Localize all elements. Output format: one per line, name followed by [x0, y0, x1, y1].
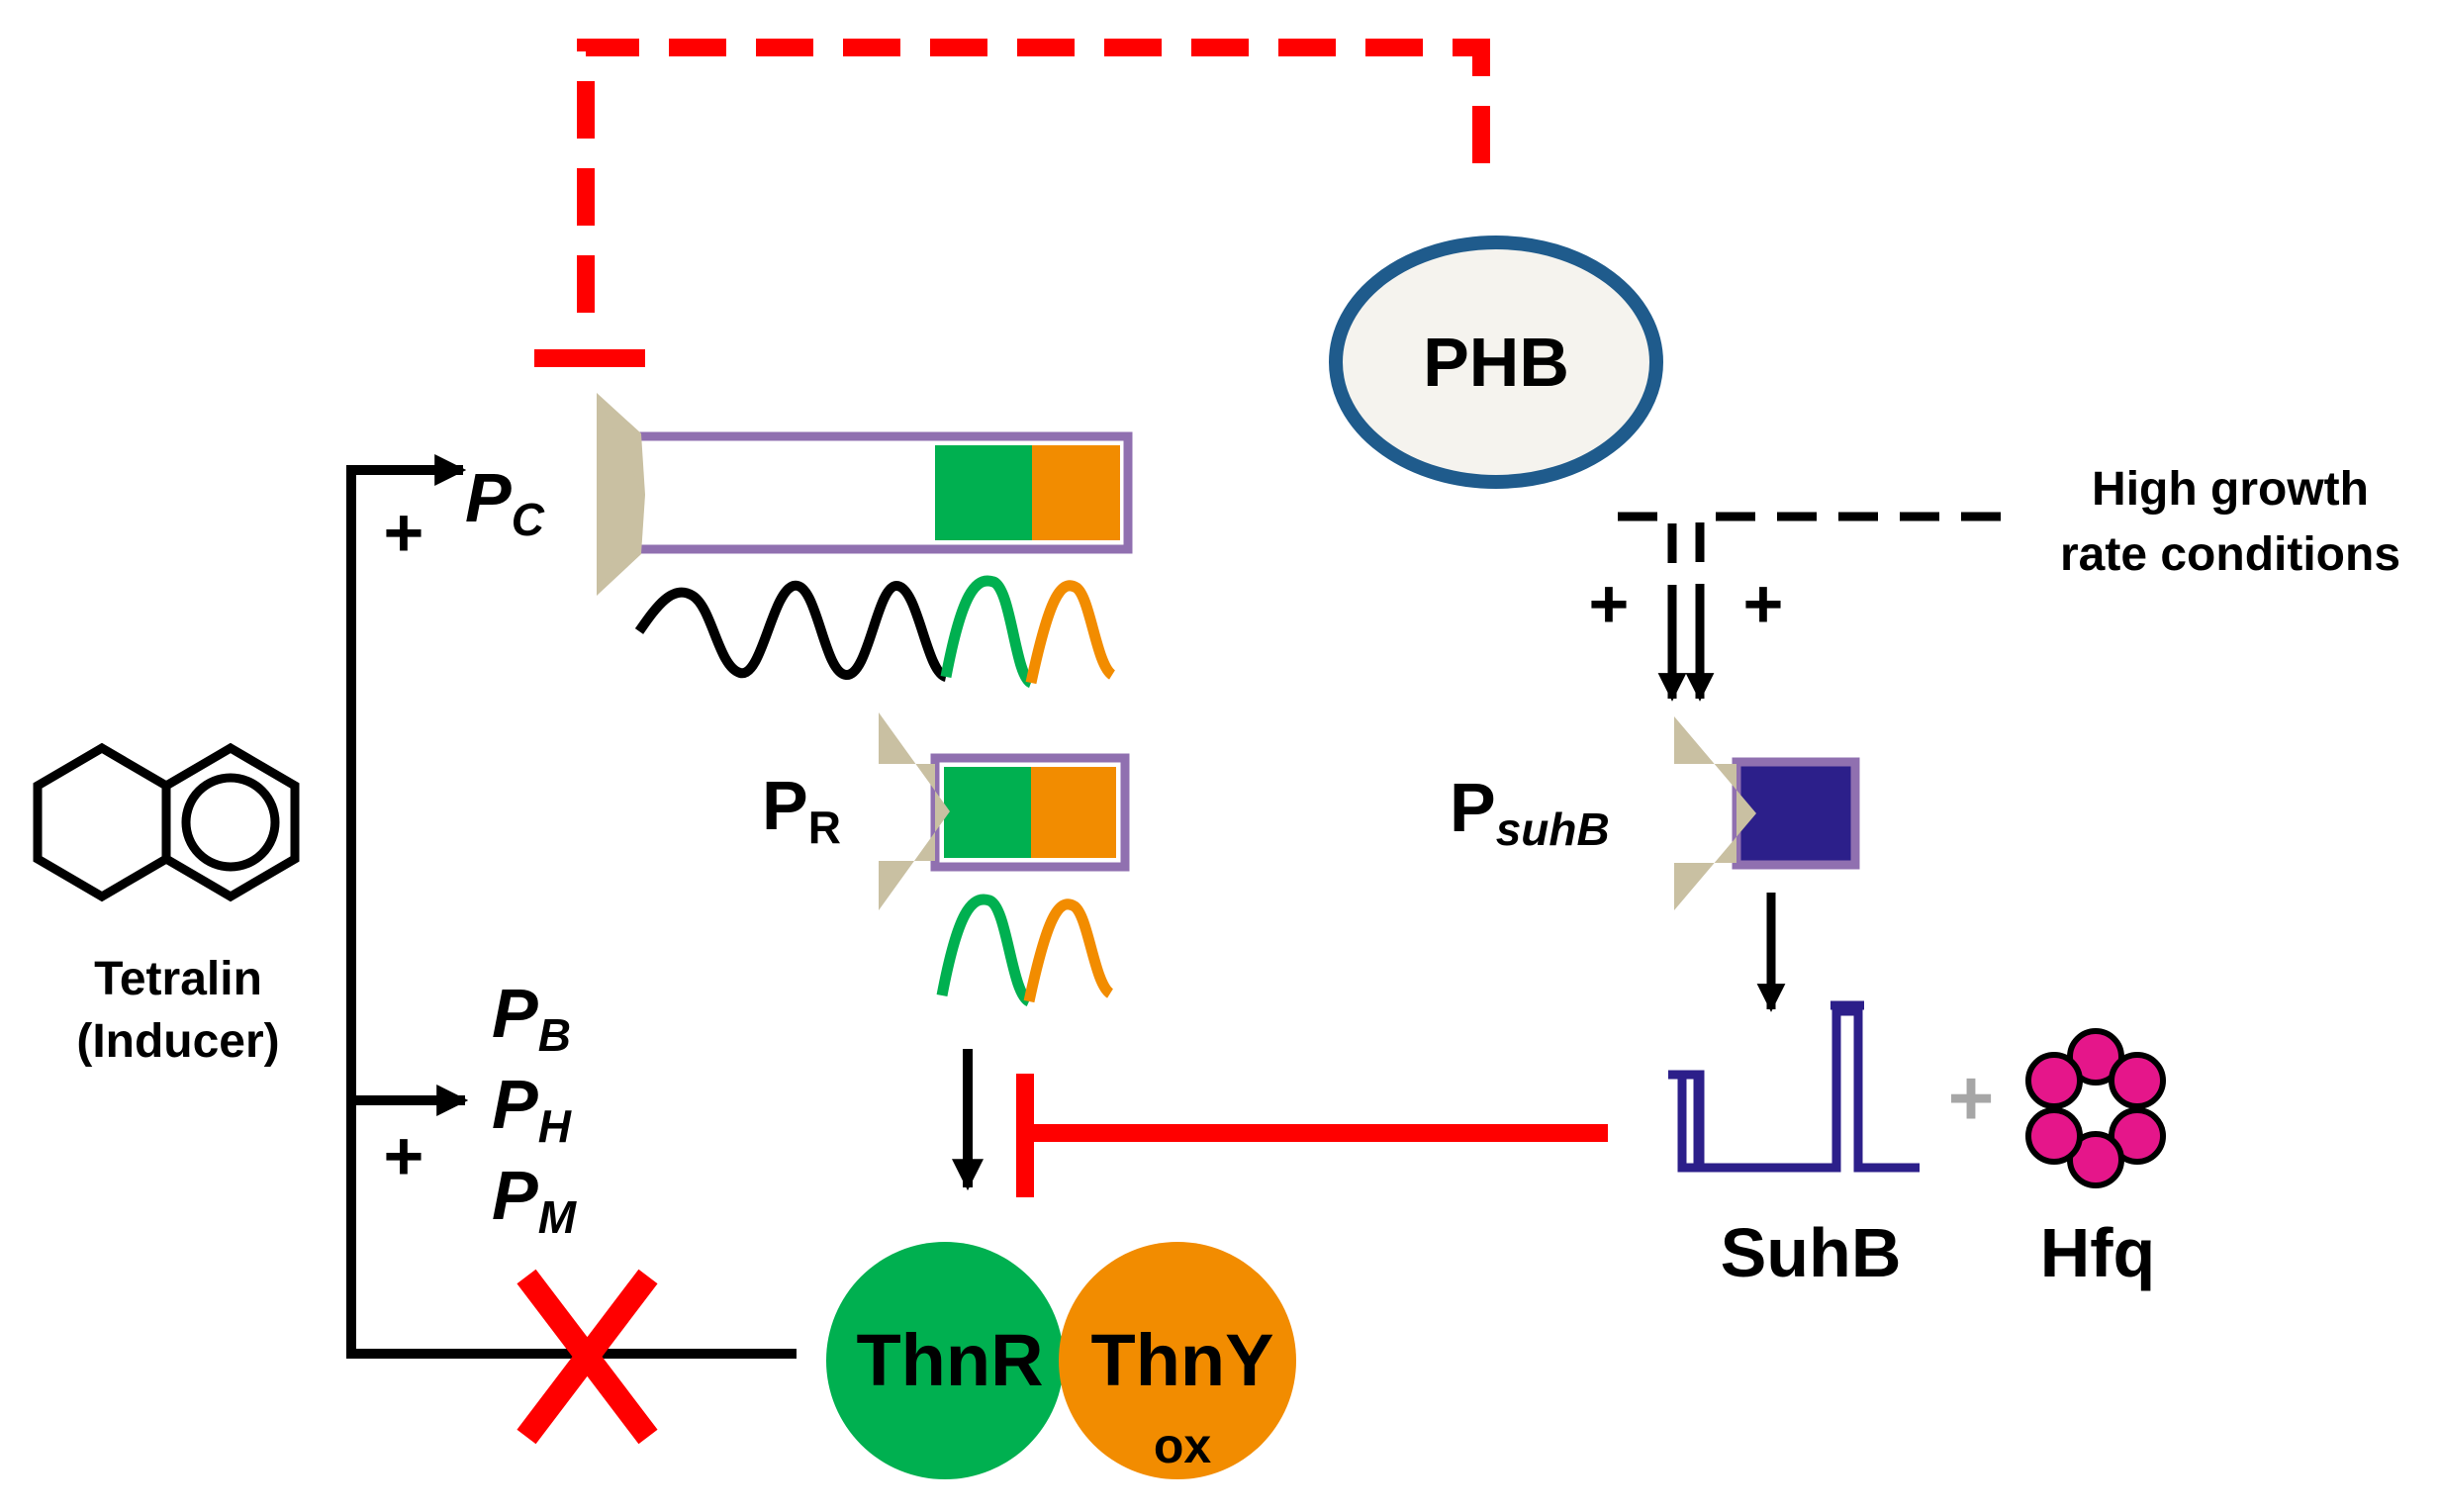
pr-mrna-thnr	[936, 894, 1033, 1007]
pc-label: PC	[465, 459, 545, 545]
suhb-label: SuhB	[1721, 1214, 1902, 1291]
thnr-thny-complex: ThnR ThnY ox	[826, 1242, 1296, 1479]
high-growth-label-line1: High growth	[2092, 463, 2369, 516]
pc-mrna-thny	[1025, 580, 1116, 685]
pb-label: PB	[492, 975, 571, 1061]
pc-operon	[597, 393, 1133, 596]
pr-thny-gene	[1031, 767, 1116, 858]
psuhb-promoter-arrow	[1674, 716, 1756, 910]
pbhm-activation-plus: +	[384, 1117, 424, 1194]
thny-protein	[1059, 1242, 1296, 1479]
blocked-activation-x	[516, 1269, 658, 1445]
thnr-protein	[826, 1242, 1064, 1479]
suhb-hfq-plus: +	[1948, 1054, 1995, 1142]
activation-feedback-line	[346, 470, 797, 1359]
suhb-srna	[1668, 1000, 1920, 1173]
high-growth-dashed-line	[1695, 512, 2001, 623]
pm-label: PM	[492, 1157, 578, 1243]
tetralin-molecule	[33, 742, 300, 902]
pc-activation-plus: +	[384, 494, 424, 571]
high-growth-label-line2: rate conditions	[2060, 528, 2400, 581]
tetralin-label: Tetralin	[94, 953, 262, 1005]
phb-repression-dashed-line	[577, 39, 1490, 336]
psuhb-plus-left: +	[1589, 565, 1630, 642]
inducer-label: (Inducer)	[76, 1015, 279, 1068]
thny-ox-label: ox	[1154, 1418, 1212, 1473]
pc-thny-gene	[1032, 445, 1120, 540]
phb-label: PHB	[1423, 324, 1569, 401]
psuhb-operon	[1674, 716, 1860, 910]
thnr-label: ThnR	[856, 1319, 1043, 1401]
pc-thnr-gene	[935, 445, 1032, 540]
hfq-hexamer	[2025, 1028, 2166, 1188]
psuhb-label: PsuhB	[1450, 769, 1610, 855]
psuhb-plus-right: +	[1743, 565, 1784, 642]
pr-operon	[879, 712, 1130, 910]
pr-thnr-gene	[944, 767, 1031, 858]
hfq-label: Hfq	[2040, 1214, 2156, 1291]
pc-mrna-thnr	[940, 575, 1035, 689]
pc-mrna-black	[634, 580, 949, 682]
pr-mrna-thny	[1023, 898, 1114, 1003]
pr-label: PR	[762, 767, 841, 853]
phb-dashed-input-line	[1618, 512, 1677, 623]
phb-granule: PHB	[1329, 236, 1663, 489]
pr-promoter-arrow	[879, 712, 950, 910]
thny-label: ThnY	[1091, 1319, 1274, 1401]
ph-label: PH	[492, 1066, 572, 1152]
